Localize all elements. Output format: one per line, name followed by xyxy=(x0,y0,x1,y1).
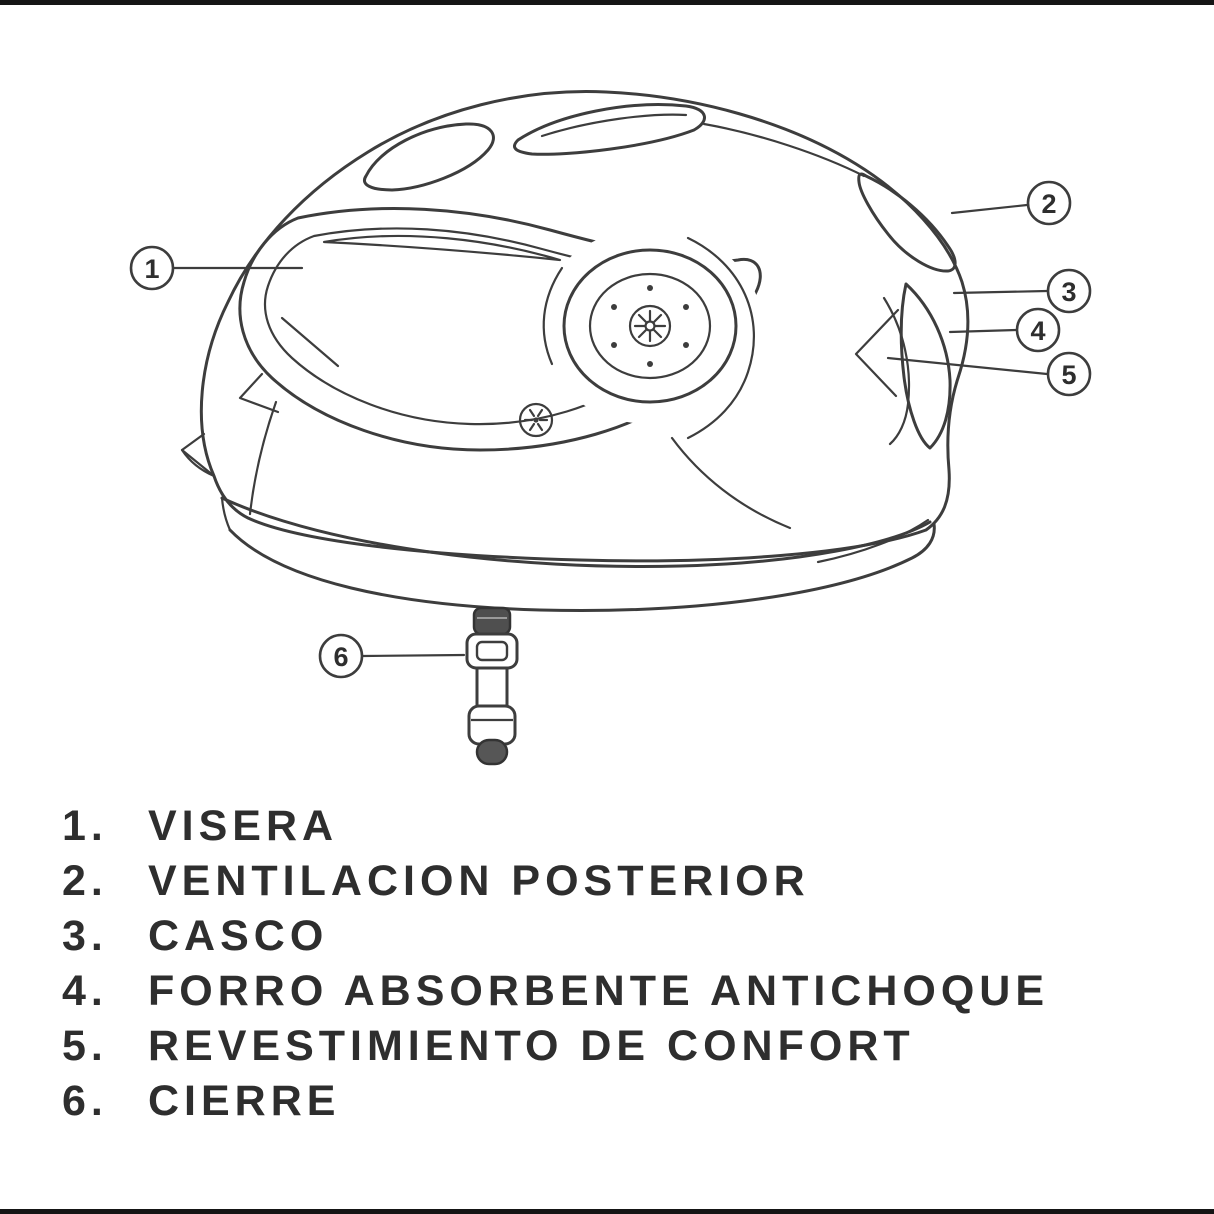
legend-item-6: 6. CIERRE xyxy=(62,1077,1049,1132)
callout-2-marker xyxy=(1026,180,1072,226)
legend: 1. VISERA 2. VENTILACION POSTERIOR 3. CA… xyxy=(62,802,1049,1132)
rear-vent xyxy=(857,172,957,273)
legend-item-1: 1. VISERA xyxy=(62,802,1049,857)
callout-6-number: 6 xyxy=(333,642,348,672)
callout-1-marker xyxy=(129,245,175,291)
bottom-border xyxy=(0,1209,1214,1214)
top-rear-vent xyxy=(513,103,706,156)
helmet-bottom-rim xyxy=(220,496,936,612)
visor-screw-icon xyxy=(518,402,554,438)
legend-item-number: 5. xyxy=(62,1022,108,1070)
legend-item-label: CIERRE xyxy=(148,1077,341,1125)
callout-4-number: 4 xyxy=(1030,316,1045,346)
legend-item-4: 4. FORRO ABSORBENTE ANTICHOQUE xyxy=(62,967,1049,1022)
chin-strap xyxy=(465,606,519,766)
callout-4: 4 xyxy=(948,307,1061,353)
callout-3-number: 3 xyxy=(1061,277,1076,307)
legend-item-number: 3. xyxy=(62,912,108,960)
legend-item-label: FORRO ABSORBENTE ANTICHOQUE xyxy=(148,967,1050,1015)
callout-1-number: 1 xyxy=(144,254,159,284)
legend-item-label: VISERA xyxy=(148,802,339,850)
top-border xyxy=(0,0,1214,5)
legend-item-label: VENTILACION POSTERIOR xyxy=(148,857,810,905)
chin-vent-tip xyxy=(180,432,216,478)
callout-2: 2 xyxy=(950,180,1072,226)
helmet-illustration: 1 2 3 4 5 6 xyxy=(129,90,1092,766)
legend-item-label: CASCO xyxy=(148,912,329,960)
legend-item-label: REVESTIMIENTO DE CONFORT xyxy=(148,1022,915,1070)
callout-4-marker xyxy=(1015,307,1061,353)
callout-5: 5 xyxy=(886,351,1092,397)
callout-6-marker xyxy=(318,633,364,679)
callout-3-marker xyxy=(1046,268,1092,314)
visor-pivot xyxy=(518,228,762,440)
legend-item-number: 1. xyxy=(62,802,108,850)
legend-item-number: 6. xyxy=(62,1077,108,1125)
legend-item-number: 4. xyxy=(62,967,108,1015)
callout-6: 6 xyxy=(318,633,466,679)
top-front-vent xyxy=(363,122,495,192)
callout-5-marker xyxy=(1046,351,1092,397)
legend-item-3: 3. CASCO xyxy=(62,912,1049,967)
callout-2-number: 2 xyxy=(1041,189,1056,219)
legend-item-number: 2. xyxy=(62,857,108,905)
legend-item-2: 2. VENTILACION POSTERIOR xyxy=(62,857,1049,912)
comfort-lining-section xyxy=(854,282,952,450)
legend-item-5: 5. REVESTIMIENTO DE CONFORT xyxy=(62,1022,1049,1077)
pivot-star-icon xyxy=(633,309,667,343)
callout-5-number: 5 xyxy=(1061,360,1076,390)
callout-3: 3 xyxy=(952,268,1092,314)
callout-1: 1 xyxy=(129,245,304,291)
